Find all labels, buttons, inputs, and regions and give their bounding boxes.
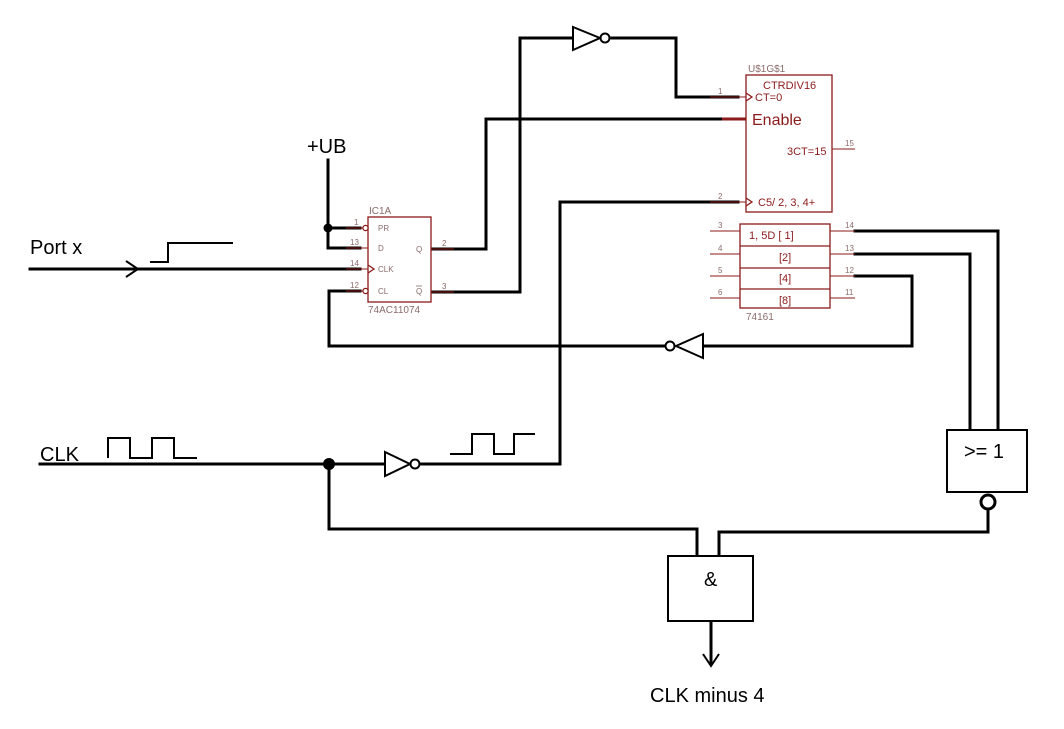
or-gate-label: >= 1 — [964, 441, 1004, 463]
wire-q-enable — [429, 117, 724, 251]
junction-clk — [323, 458, 335, 470]
ff-pin-13: 13 — [350, 238, 359, 247]
port-x-arrow — [125, 260, 140, 278]
counter-pin-14: 14 — [845, 221, 854, 230]
inverter-feedback — [664, 332, 704, 360]
ff-pin-clk-label: CLK — [378, 265, 394, 274]
counter-pin-12: 12 — [845, 266, 854, 275]
counter-ct15: 3CT=15 — [787, 146, 826, 158]
wire-qbar-inverter — [429, 36, 574, 294]
waveform-clk-inverted — [450, 433, 535, 455]
counter-pin-2: 2 — [718, 192, 723, 201]
junction-ub — [323, 223, 333, 233]
counter-header: CTRDIV16 — [763, 80, 816, 92]
ff-pin-cl-label: CL — [378, 287, 389, 296]
counter-d8: [8] — [779, 295, 791, 307]
counter-pin-15: 15 — [845, 139, 854, 148]
wire-out2-or — [853, 252, 972, 432]
counter-pin-13: 13 — [845, 244, 854, 253]
waveform-clk — [107, 437, 197, 459]
ff-pin-3: 3 — [442, 282, 447, 291]
counter-c5: C5/ 2, 3, 4+ — [758, 197, 815, 209]
ff-pin-q-label: Q — [416, 245, 422, 254]
counter-ct0: CT=0 — [755, 92, 782, 104]
output-arrow — [702, 653, 720, 668]
wire-clk-and — [327, 462, 699, 558]
counter-name: U$1G$1 — [748, 64, 786, 75]
label-port-x: Port x — [30, 237, 82, 259]
wire-ub — [326, 158, 362, 250]
counter-d2: [2] — [779, 252, 791, 264]
inverter-top — [572, 25, 611, 52]
counter-enable: Enable — [752, 112, 802, 129]
waveforms — [107, 242, 535, 459]
ff-pin-pr-label: PR — [378, 224, 389, 233]
waveform-port-x — [150, 242, 233, 263]
counter-pin-6: 6 — [718, 288, 723, 297]
wires — [28, 36, 1000, 668]
or-gate: >= 1 — [946, 429, 1028, 511]
wire-clk-inv-out — [420, 200, 740, 466]
label-clk: CLK — [40, 444, 80, 466]
ff-pin-14: 14 — [350, 259, 359, 268]
ff-pin-d-label: D — [378, 244, 384, 253]
wire-feedback-q4 — [702, 274, 914, 348]
label-clk-minus-4: CLK minus 4 — [650, 685, 765, 707]
and-gate-label: & — [704, 569, 718, 591]
counter-pin-11: 11 — [845, 288, 854, 297]
ff-pin-qbar-label: Q — [416, 287, 422, 296]
and-gate: & — [667, 555, 754, 622]
counter-pin-5: 5 — [718, 266, 723, 275]
ff-part: 74AC11074 — [368, 305, 421, 316]
wire-feedback-cl — [327, 289, 666, 348]
wire-or-and — [717, 510, 990, 558]
inverter-clk — [384, 450, 421, 478]
counter-part: 74161 — [746, 312, 774, 323]
ff-pin-1: 1 — [354, 218, 359, 227]
flip-flop-ic1a: IC1A 74AC11074 PR D CLK CL Q Q 1 13 14 1… — [346, 206, 454, 316]
ff-pin-12: 12 — [350, 281, 359, 290]
counter-pin-3: 3 — [718, 221, 723, 230]
wire-out1-or — [853, 229, 1000, 432]
counter-pin-4: 4 — [718, 244, 723, 253]
counter-d1: 1, 5D [ 1] — [749, 230, 794, 242]
ff-pin-2: 2 — [442, 239, 447, 248]
ff-name: IC1A — [369, 206, 392, 217]
counter-74161: U$1G$1 74161 CTRDIV16 CT=0 Enable 3CT=15… — [710, 64, 855, 323]
wire-inverter-ct0 — [610, 36, 740, 99]
counter-d4: [4] — [779, 273, 791, 285]
label-ub: +UB — [307, 136, 346, 158]
counter-pin-1: 1 — [718, 87, 723, 96]
